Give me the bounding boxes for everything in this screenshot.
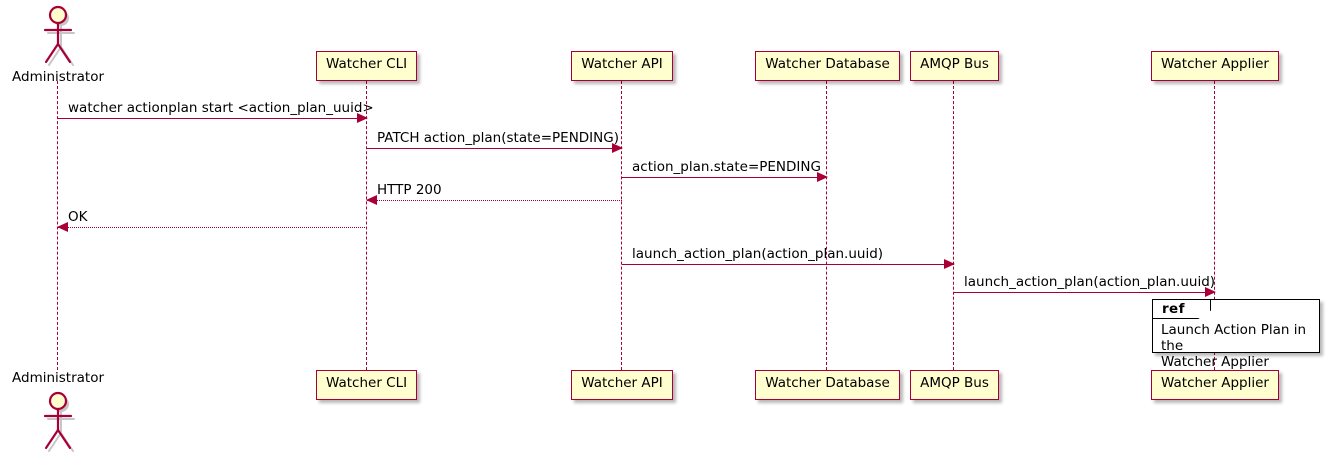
message-line [58,118,367,119]
participant-watcher_database-bottom[interactable]: Watcher Database [755,370,900,400]
participant-label: AMQP Bus [920,375,989,391]
arrow-head-icon [57,222,68,232]
participant-label: Watcher Database [765,375,890,391]
arrow-head-icon [1205,287,1216,297]
ref-tab [1153,300,1211,319]
participant-label: Watcher CLI [326,56,408,72]
participant-label: Watcher Applier [1161,375,1269,391]
participant-watcher_database-top[interactable]: Watcher Database [755,51,900,81]
participant-watcher_applier-top[interactable]: Watcher Applier [1151,51,1279,81]
lifeline-watcher_cli [366,81,367,370]
message-label-3: action_plan.state=PENDING [632,159,821,175]
ref-keyword: ref [1162,301,1185,317]
participant-label: Watcher Database [765,56,890,72]
lifeline-watcher_api [621,81,622,370]
participant-label: AMQP Bus [920,56,989,72]
message-label-6: launch_action_plan(action_plan.uuid) [632,246,884,262]
participant-label: Watcher CLI [326,375,408,391]
participant-watcher_applier-bottom[interactable]: Watcher Applier [1151,370,1279,400]
ref-text: Launch Action Plan in the Watcher Applie… [1161,322,1307,370]
message-line [58,227,367,228]
participant-label: Watcher API [581,375,663,391]
participant-amqp_bus-top[interactable]: AMQP Bus [910,51,999,81]
message-label-2: PATCH action_plan(state=PENDING) [377,130,619,146]
participant-watcher_api-top[interactable]: Watcher API [571,51,673,81]
message-line [367,148,622,149]
participant-watcher_cli-top[interactable]: Watcher CLI [316,51,417,81]
actor-administrator-top[interactable] [35,4,81,66]
participant-label: Watcher Applier [1161,56,1269,72]
actor-label-administrator-top: Administrator [12,69,105,85]
message-line [367,200,622,201]
lifeline-watcher_database [826,81,827,370]
arrow-head-icon [612,143,623,153]
lifeline-amqp_bus [953,81,954,370]
participant-label: Watcher API [581,56,663,72]
lifeline-watcher_applier [1214,81,1215,370]
arrow-head-icon [944,259,955,269]
participant-amqp_bus-bottom[interactable]: AMQP Bus [910,370,999,400]
actor-administrator-bottom[interactable] [35,390,81,452]
arrow-head-icon [817,172,828,182]
message-label-1: watcher actionplan start <action_plan_uu… [68,100,374,116]
message-line [622,177,827,178]
arrow-head-icon [357,113,368,123]
actor-label-administrator-bottom: Administrator [12,370,105,386]
arrow-head-icon [366,195,377,205]
message-label-4: HTTP 200 [377,182,442,198]
message-label-7: launch_action_plan(action_plan.uuid) [964,274,1216,290]
message-line [622,264,954,265]
message-line [954,292,1215,293]
participant-watcher_cli-bottom[interactable]: Watcher CLI [316,370,417,400]
participant-watcher_api-bottom[interactable]: Watcher API [571,370,673,400]
message-label-5: OK [68,209,88,225]
